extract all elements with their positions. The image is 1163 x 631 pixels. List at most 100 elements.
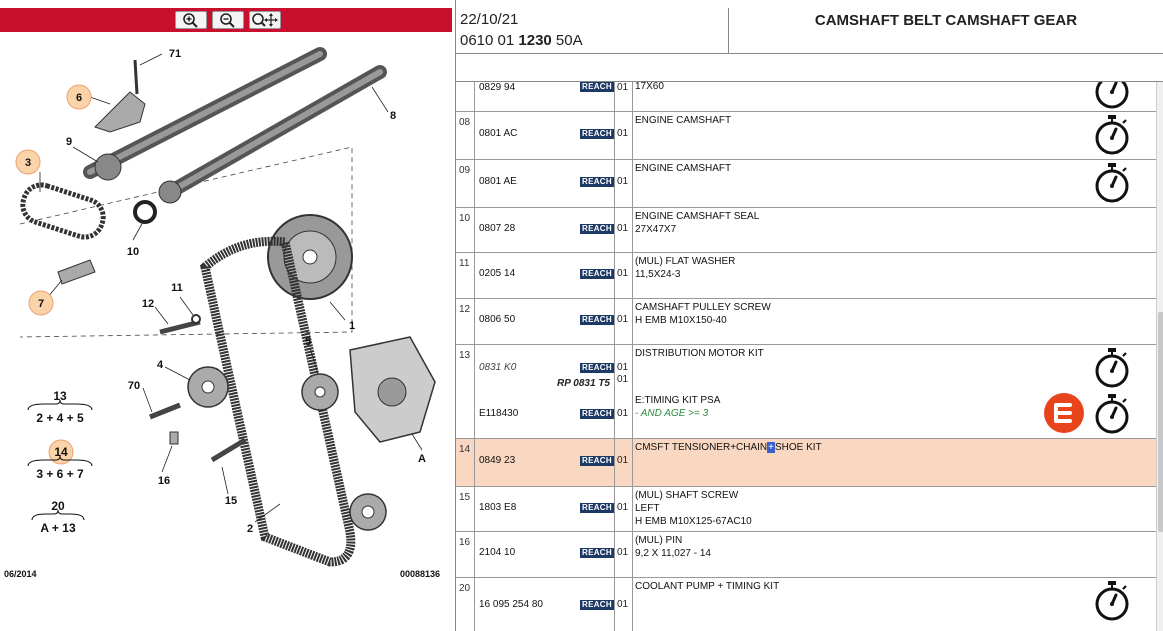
part-reference[interactable]: 0849 23 <box>479 455 516 466</box>
part-description-detail: 11,5X24-3 <box>635 269 681 280</box>
camshaft-seal <box>133 200 157 224</box>
quantity: 01 <box>617 547 629 558</box>
callout-15[interactable]: 15 <box>225 495 237 507</box>
quantity-alt: 01 <box>617 374 629 385</box>
part-reference[interactable]: 0831 K0 <box>479 362 517 373</box>
part-description: (MUL) SHAFT SCREW <box>635 490 739 501</box>
reach-badge: REACH <box>580 224 614 234</box>
cell-reference: 0806 50 REACH <box>475 299 615 344</box>
part-reference[interactable]: 0801 AC <box>479 128 518 139</box>
callout-8[interactable]: 8 <box>390 110 396 122</box>
zoom-fit-button[interactable] <box>249 11 281 29</box>
callout-3-highlight <box>15 149 41 175</box>
callout-14-highlight <box>48 439 74 465</box>
part-reference[interactable]: 1803 E8 <box>479 502 517 513</box>
reach-badge: REACH <box>580 129 614 139</box>
cell-index: 13 <box>456 345 475 438</box>
stopwatch-icon[interactable] <box>1092 162 1132 204</box>
quantity: 01 <box>617 128 629 139</box>
part-reference[interactable]: 0829 94 <box>479 82 516 93</box>
cell-quantity: 01 <box>615 487 633 531</box>
part-description: DISTRIBUTION MOTOR KIT <box>635 348 764 359</box>
reach-badge: REACH <box>580 409 614 419</box>
callout-16[interactable]: 16 <box>158 475 170 487</box>
stopwatch-icon[interactable] <box>1092 347 1132 389</box>
scrollbar-thumb[interactable] <box>1158 312 1163 532</box>
callout-70[interactable]: 70 <box>128 380 140 392</box>
callout-3[interactable]: 3 <box>25 157 31 169</box>
stopwatch-icon[interactable] <box>1092 82 1132 110</box>
callout-10[interactable]: 10 <box>127 246 139 258</box>
stopwatch-icon[interactable] <box>1092 580 1132 622</box>
part-reference[interactable]: 0806 50 <box>479 314 516 325</box>
callout-5[interactable]: 5 <box>305 336 311 348</box>
replacement-reference: RP 0831 T5 <box>557 378 610 389</box>
part-reference[interactable]: 16 095 254 80 <box>479 599 543 610</box>
quantity: 01 <box>617 314 629 325</box>
cell-index <box>456 82 475 111</box>
cell-index: 09 <box>456 160 475 207</box>
quantity: 01 <box>617 176 629 187</box>
part-reference[interactable]: 0807 28 <box>479 223 516 234</box>
part-description: ENGINE CAMSHAFT SEAL <box>635 211 760 222</box>
stopwatch-icon[interactable] <box>1092 114 1132 156</box>
ref-suffix: 50A <box>551 32 583 49</box>
part-description: 17X60 <box>635 82 664 92</box>
callout-7[interactable]: 7 <box>38 298 44 310</box>
row-index: 16 <box>459 537 471 548</box>
screw-15 <box>210 437 247 463</box>
camshaft-lower <box>163 65 387 199</box>
formula-13-total: 13 <box>53 389 67 403</box>
callout-71[interactable]: 71 <box>169 48 181 60</box>
cell-quantity: 01 <box>615 82 633 111</box>
callout-A[interactable]: A <box>418 453 426 465</box>
cell-quantity: 01 <box>615 208 633 252</box>
callout-9[interactable]: 9 <box>66 136 72 148</box>
callout-1[interactable]: 1 <box>349 320 355 332</box>
reach-badge: REACH <box>580 315 614 325</box>
part-reference-alt[interactable]: E118430 <box>479 408 519 419</box>
reach-badge: REACH <box>580 600 614 610</box>
part-reference[interactable]: 2104 10 <box>479 547 516 558</box>
diagram-panel: 71 6 9 3 8 10 7 11 12 1 4 5 70 16 15 2 A… <box>0 0 455 631</box>
camshaft-upper <box>83 47 327 179</box>
part-reference[interactable]: 0205 14 <box>479 268 516 279</box>
callout-2[interactable]: 2 <box>247 523 253 535</box>
e-badge-icon[interactable] <box>1044 393 1084 433</box>
stopwatch-icon[interactable] <box>1092 393 1132 435</box>
cell-description: 17X60 <box>633 82 1156 111</box>
zoom-in-icon <box>183 13 198 28</box>
tensioner-bracket <box>94 91 146 133</box>
callout-11[interactable]: 11 <box>171 282 183 294</box>
callout-12[interactable]: 12 <box>142 298 154 310</box>
zoom-out-button[interactable] <box>212 11 244 29</box>
zoom-in-button[interactable] <box>175 11 207 29</box>
row-index: 08 <box>459 117 471 128</box>
formula-20-total: 20 <box>51 499 65 513</box>
exploded-parts-diagram: 71 6 9 3 8 10 7 11 12 1 4 5 70 16 15 2 A… <box>15 47 436 567</box>
header-date: 22/10/21 <box>460 11 519 28</box>
callout-6[interactable]: 6 <box>76 92 82 104</box>
part-reference[interactable]: 0801 AE <box>479 176 517 187</box>
callout-4[interactable]: 4 <box>157 359 164 371</box>
cell-description: COOLANT PUMP + TIMING KIT <box>633 578 1156 631</box>
part-description-detail: H EMB M10X125-67AC10 <box>635 516 752 527</box>
scrollbar[interactable] <box>1156 82 1163 631</box>
cell-index: 20 <box>456 578 475 631</box>
